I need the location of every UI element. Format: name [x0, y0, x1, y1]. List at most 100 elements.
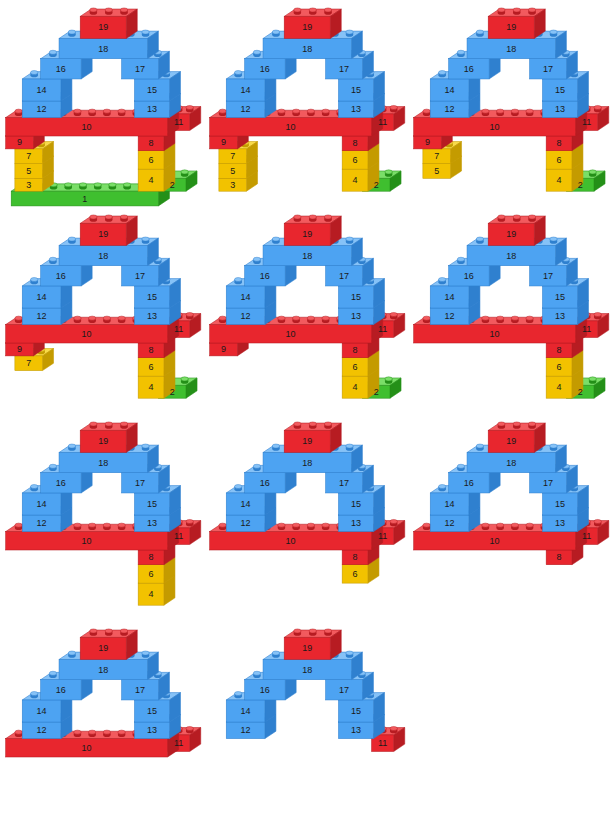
brick-front: [546, 376, 572, 398]
brick-front: [430, 515, 469, 532]
brick-stud: [123, 183, 130, 187]
brick-front: [542, 286, 577, 308]
brick-stud: [482, 523, 489, 527]
brick-stud: [68, 30, 75, 34]
brick-stud: [120, 215, 127, 219]
brick-stud: [439, 484, 446, 488]
brick-front: [15, 178, 43, 191]
brick-front: [219, 149, 247, 164]
brick-front: [342, 376, 368, 398]
brick-front: [6, 325, 168, 343]
brick-stud: [219, 523, 226, 527]
brick-stud: [476, 237, 483, 241]
brick-stud: [118, 109, 125, 113]
brick-stud: [457, 464, 464, 468]
brick-front: [542, 79, 577, 101]
lego-brick: [284, 422, 341, 453]
brick-stud: [88, 523, 95, 527]
brick-side: [169, 693, 180, 722]
brick-side: [330, 9, 341, 38]
brick-stud: [186, 726, 193, 730]
brick-front: [467, 38, 555, 58]
brick-front: [342, 169, 368, 191]
brick-front: [59, 452, 147, 472]
brick-side: [577, 279, 588, 308]
brick-front: [245, 473, 285, 493]
brick-front: [6, 136, 34, 149]
brick-stud: [49, 257, 56, 261]
lego-brick: [488, 215, 545, 246]
brick-stud: [439, 70, 446, 74]
brick-side: [534, 9, 545, 38]
brick-stud: [105, 8, 112, 12]
brick-front: [6, 532, 168, 550]
brick-stud: [103, 316, 110, 320]
brick-front: [138, 565, 164, 583]
brick-stud: [49, 50, 56, 54]
brick-front: [488, 16, 534, 38]
brick-front: [134, 79, 169, 101]
brick-side: [373, 486, 384, 515]
brick-stud: [294, 422, 301, 426]
brick-stud: [324, 8, 331, 12]
brick-front: [11, 191, 158, 206]
brick-stud: [65, 183, 72, 187]
brick-stud: [294, 215, 301, 219]
brick-stud: [88, 730, 95, 734]
brick-front: [219, 178, 247, 191]
brick-front: [430, 101, 469, 118]
brick-front: [546, 343, 572, 358]
brick-front: [22, 286, 61, 308]
build-step: [210, 215, 405, 398]
brick-front: [430, 79, 469, 101]
build-step: [210, 8, 405, 191]
brick-stud: [482, 316, 489, 320]
brick-front: [122, 59, 159, 79]
brick-front: [342, 136, 368, 151]
brick-front: [546, 151, 572, 169]
brick-front: [546, 550, 572, 565]
brick-front: [530, 473, 567, 493]
brick-stud: [74, 109, 81, 113]
brick-stud: [309, 8, 316, 12]
brick-front: [6, 343, 34, 356]
brick-stud: [292, 109, 299, 113]
build-step: [414, 215, 609, 398]
brick-stud: [482, 109, 489, 113]
lego-brick: [488, 8, 545, 39]
brick-stud: [550, 30, 557, 34]
brick-stud: [272, 30, 279, 34]
brick-stud: [90, 215, 97, 219]
brick-front: [210, 118, 372, 136]
brick-front: [22, 722, 61, 739]
brick-front: [80, 430, 126, 452]
lego-brick: [80, 8, 137, 39]
brick-stud: [272, 237, 279, 241]
brick-stud: [550, 237, 557, 241]
brick-front: [134, 493, 169, 515]
brick-front: [122, 473, 159, 493]
brick-stud: [322, 316, 329, 320]
brick-side: [373, 72, 384, 101]
brick-side: [577, 486, 588, 515]
brick-side: [126, 9, 137, 38]
brick-stud: [324, 422, 331, 426]
brick-stud: [292, 523, 299, 527]
brick-front: [134, 700, 169, 722]
brick-stud: [526, 316, 533, 320]
brick-front: [210, 136, 238, 149]
brick-stud: [346, 30, 353, 34]
brick-front: [226, 308, 265, 325]
build-step: [414, 422, 609, 565]
brick-stud: [390, 105, 397, 109]
brick-front: [138, 358, 164, 376]
brick-stud: [253, 257, 260, 261]
brick-stud: [594, 105, 601, 109]
brick-stud: [235, 277, 242, 281]
brick-stud: [498, 8, 505, 12]
brick-front: [542, 515, 577, 532]
brick-stud: [68, 651, 75, 655]
brick-front: [326, 59, 363, 79]
brick-stud: [346, 444, 353, 448]
brick-front: [530, 266, 567, 286]
